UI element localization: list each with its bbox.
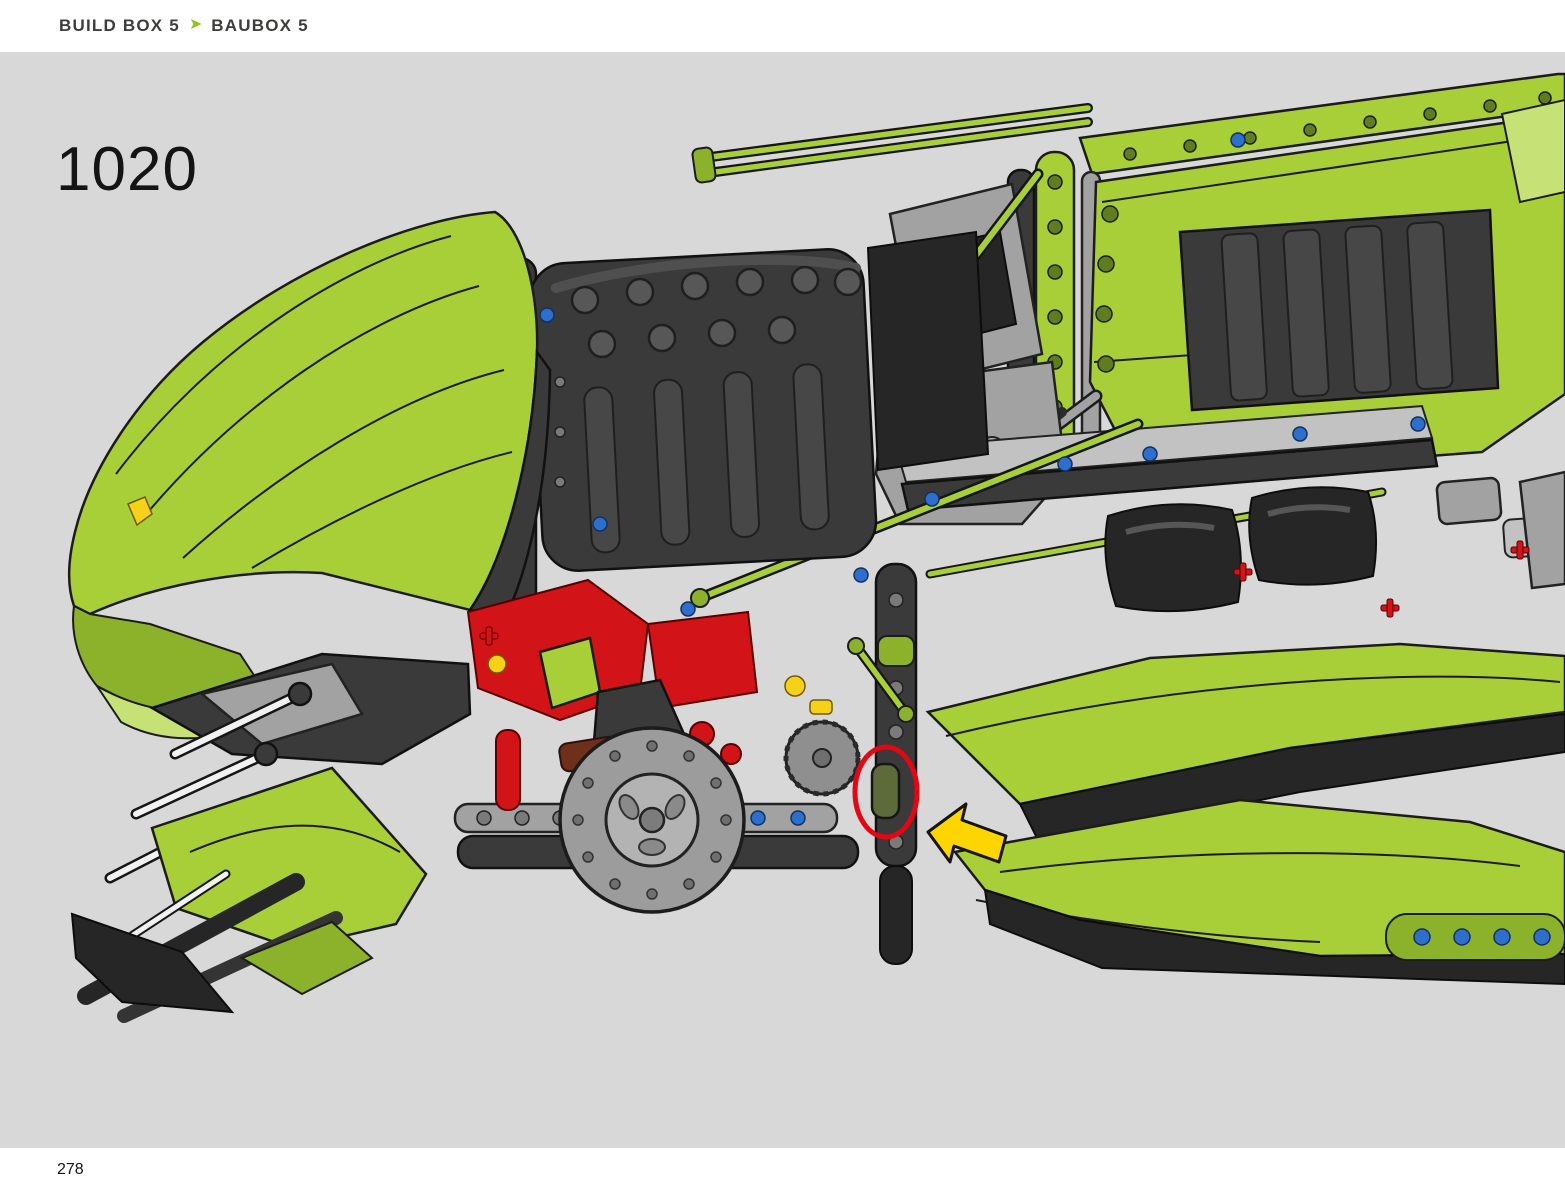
red-axle-connectors <box>479 540 1530 674</box>
lego-build-illustration <box>67 72 1565 1023</box>
step-number: 1020 <box>56 135 198 204</box>
seat <box>1104 503 1242 613</box>
chassis-and-seats <box>894 404 1565 613</box>
front-suspension <box>70 652 472 1023</box>
blue-pins <box>539 307 1426 617</box>
instruction-annotations <box>852 744 1008 864</box>
highlight-circle-annotation <box>852 744 920 840</box>
link-rods <box>690 103 1144 723</box>
arrow-separator-icon: ➤ <box>188 16 203 33</box>
brake-disc-hub <box>558 726 746 914</box>
attention-arrow-icon <box>926 802 1008 864</box>
highlighted-part <box>870 762 901 820</box>
page-header: BUILD BOX 5 ➤ BAUBOX 5 <box>0 0 1565 52</box>
seat <box>1248 486 1378 586</box>
rear-deck <box>947 72 1565 509</box>
build-box-label: BUILD BOX 5 <box>59 16 180 35</box>
brand-badge-icon <box>127 496 153 527</box>
rear-side-panels <box>925 642 1565 986</box>
page-number: 278 <box>57 1160 84 1178</box>
b-pillar-strip <box>870 562 918 965</box>
instruction-page: 1020 <box>0 52 1565 1148</box>
page-footer: 278 <box>0 1148 1565 1191</box>
baubox-label: BAUBOX 5 <box>211 16 309 35</box>
engine-block <box>476 230 990 622</box>
